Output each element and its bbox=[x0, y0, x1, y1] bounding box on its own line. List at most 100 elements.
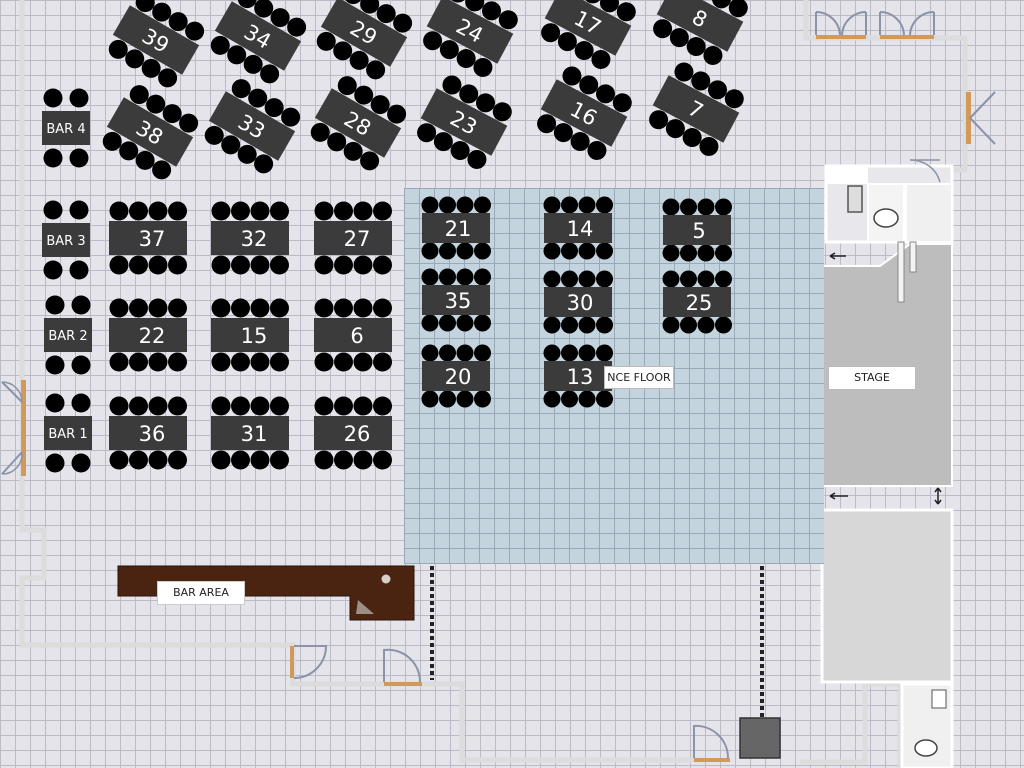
chair bbox=[579, 75, 599, 95]
chair bbox=[715, 244, 732, 262]
chair bbox=[578, 316, 596, 334]
chair bbox=[353, 450, 373, 470]
chair bbox=[715, 198, 732, 216]
table-27[interactable]: 27 bbox=[314, 201, 392, 275]
chair bbox=[250, 298, 270, 318]
chair bbox=[69, 148, 89, 168]
table-33[interactable]: 33 bbox=[199, 74, 305, 177]
table-34[interactable]: 34 bbox=[205, 0, 311, 88]
table-15[interactable]: 15 bbox=[211, 298, 289, 372]
chair bbox=[314, 255, 334, 275]
chair bbox=[662, 244, 680, 262]
table-top bbox=[652, 75, 740, 143]
table-23[interactable]: 23 bbox=[412, 71, 517, 173]
chair bbox=[697, 270, 715, 288]
chair bbox=[69, 200, 89, 220]
chair bbox=[596, 270, 613, 288]
table-21[interactable]: 21 bbox=[421, 196, 492, 260]
dance-floor bbox=[404, 188, 824, 564]
chair bbox=[561, 390, 578, 408]
table-6[interactable]: 6 bbox=[314, 298, 392, 372]
door-bottom-left bbox=[290, 645, 422, 686]
chair bbox=[135, 150, 155, 170]
table-28[interactable]: 28 bbox=[305, 71, 411, 174]
table-8[interactable]: 8 bbox=[648, 0, 753, 69]
chair bbox=[662, 316, 680, 334]
table-26[interactable]: 26 bbox=[314, 396, 392, 470]
chair bbox=[421, 390, 439, 408]
chair bbox=[373, 352, 392, 372]
chair bbox=[119, 141, 139, 161]
chair bbox=[158, 68, 178, 88]
table-22[interactable]: 22 bbox=[109, 298, 187, 372]
table-37[interactable]: 37 bbox=[109, 201, 187, 275]
chair bbox=[553, 123, 573, 143]
table-29[interactable]: 29 bbox=[311, 0, 417, 84]
table-17[interactable]: 17 bbox=[536, 0, 641, 73]
chair bbox=[421, 344, 439, 362]
table-13[interactable]: 13 bbox=[543, 344, 614, 408]
chair bbox=[109, 298, 129, 318]
table-number: 30 bbox=[567, 291, 594, 315]
chair bbox=[662, 270, 680, 288]
table-31[interactable]: 31 bbox=[211, 396, 289, 470]
bar-4[interactable]: BAR 4 bbox=[42, 88, 90, 168]
chair bbox=[148, 255, 168, 275]
chair bbox=[204, 125, 224, 145]
table-32[interactable]: 32 bbox=[211, 201, 289, 275]
chair bbox=[697, 244, 715, 262]
chair bbox=[327, 132, 347, 152]
chair bbox=[179, 113, 199, 133]
table-top bbox=[320, 0, 408, 67]
chair bbox=[456, 196, 474, 214]
table-7[interactable]: 7 bbox=[644, 58, 749, 160]
chair bbox=[680, 270, 697, 288]
table-20[interactable]: 20 bbox=[421, 344, 492, 408]
chair bbox=[596, 316, 613, 334]
chair bbox=[543, 196, 561, 214]
chair bbox=[314, 298, 334, 318]
bar-2[interactable]: BAR 2 bbox=[44, 295, 92, 375]
bar-3[interactable]: BAR 3 bbox=[42, 200, 90, 280]
chair bbox=[129, 255, 148, 275]
table-top bbox=[314, 416, 392, 450]
chair bbox=[417, 123, 437, 143]
chair bbox=[152, 2, 172, 22]
chair bbox=[270, 255, 289, 275]
bar-1[interactable]: BAR 1 bbox=[44, 393, 92, 473]
table-30[interactable]: 30 bbox=[543, 270, 614, 334]
chair bbox=[474, 344, 491, 362]
table-38[interactable]: 38 bbox=[97, 80, 203, 183]
chair bbox=[669, 28, 689, 48]
chair bbox=[421, 196, 439, 214]
chair bbox=[211, 396, 231, 416]
chair bbox=[45, 295, 65, 315]
chair bbox=[561, 196, 578, 214]
bar-label: BAR 3 bbox=[46, 234, 85, 249]
table-number: 14 bbox=[567, 217, 594, 241]
table-14[interactable]: 14 bbox=[543, 196, 614, 260]
chair bbox=[148, 396, 168, 416]
chair bbox=[148, 201, 168, 221]
chair bbox=[211, 255, 231, 275]
table-39[interactable]: 39 bbox=[103, 0, 209, 92]
chair bbox=[168, 396, 187, 416]
chair bbox=[71, 393, 91, 413]
table-16[interactable]: 16 bbox=[532, 62, 637, 164]
table-25[interactable]: 25 bbox=[662, 270, 733, 334]
table-5[interactable]: 5 bbox=[662, 198, 733, 262]
chair bbox=[148, 298, 168, 318]
chair bbox=[109, 352, 129, 372]
chair bbox=[473, 57, 493, 77]
chair bbox=[557, 32, 577, 52]
table-24[interactable]: 24 bbox=[418, 0, 523, 81]
chair bbox=[587, 140, 607, 160]
chair bbox=[353, 255, 373, 275]
table-number: 37 bbox=[139, 227, 166, 251]
chair bbox=[703, 45, 723, 65]
bar-label: BAR 2 bbox=[48, 329, 87, 344]
table-35[interactable]: 35 bbox=[421, 268, 492, 332]
table-36[interactable]: 36 bbox=[109, 396, 187, 470]
table-top bbox=[663, 287, 731, 317]
chair bbox=[665, 119, 685, 139]
